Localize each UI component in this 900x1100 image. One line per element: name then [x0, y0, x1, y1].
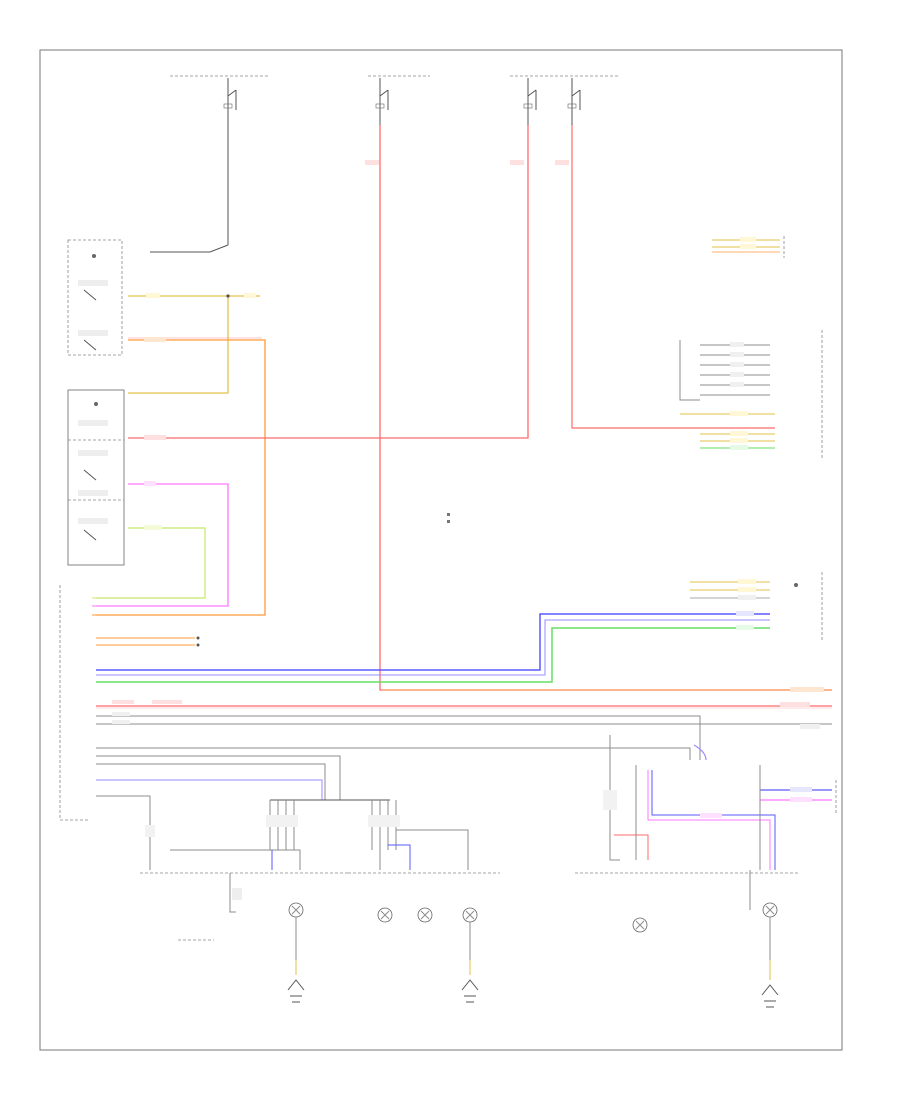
wire-red-orange-left: [96, 337, 266, 616]
left-switch-block: [67, 239, 125, 566]
switch-lamp-icon: [794, 583, 798, 587]
ground-icon: [461, 979, 479, 1003]
wire-yellow-hazard: [128, 293, 260, 394]
bulb-icon: [417, 907, 433, 923]
diagram-frame: [39, 49, 843, 1051]
splice-bar-left: [145, 799, 390, 870]
bulb-icon: [632, 917, 648, 933]
wire-blue: [96, 611, 770, 676]
ground-icon: [287, 979, 305, 1003]
wire-pink: [96, 481, 229, 607]
main-connector-left: [59, 585, 832, 870]
fuse-box-1: [150, 75, 270, 253]
bulb-icon: [377, 907, 393, 923]
wire-red-fuse2: [365, 125, 832, 692]
right-lower-wiring: [603, 735, 837, 910]
turn-signal-switch-connector: [690, 572, 823, 640]
switch-lamp-icon: [92, 254, 96, 258]
splice-bar-right: [368, 800, 469, 870]
wire-red-long: [128, 125, 529, 440]
left-headlamp-box: [140, 872, 800, 980]
ground-icon: [761, 984, 779, 1008]
switch-lamp-icon: [94, 402, 98, 406]
wire-lime: [96, 525, 206, 599]
steering-module-connector: [679, 330, 823, 460]
wire-green: [96, 625, 770, 683]
wire-red-fuse3: [555, 125, 775, 429]
legend: [447, 513, 450, 523]
fuse-box-3: [510, 75, 620, 125]
instrument-cluster-connector: [712, 236, 785, 258]
connector-pin-icon: [196, 643, 200, 647]
connector-pin-icon: [196, 636, 200, 640]
fuse-box-2: [368, 75, 430, 125]
